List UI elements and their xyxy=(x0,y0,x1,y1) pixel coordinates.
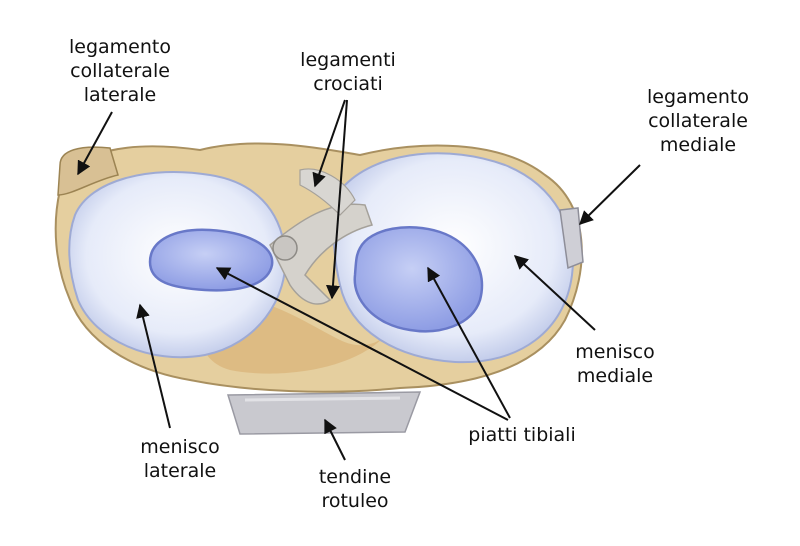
arrow-lig-coll-med xyxy=(579,164,641,225)
medial-plateau-shape xyxy=(353,226,484,333)
label-piatti-tibiali: piatti tibiali xyxy=(468,424,576,446)
arrow-menisco-mediale xyxy=(513,255,596,331)
arrow-menisco-laterale xyxy=(136,303,171,429)
pointer-arrows xyxy=(77,99,641,461)
arrow-piatti-1 xyxy=(427,266,511,419)
label-legamento-collaterale-laterale: legamento collaterale laterale xyxy=(69,36,171,106)
label-menisco-mediale: menisco mediale xyxy=(575,341,655,387)
label-legamenti-crociati: legamenti crociati xyxy=(300,49,396,95)
label-menisco-laterale: menisco laterale xyxy=(140,436,220,482)
patellar-tendon-shape xyxy=(226,391,422,435)
label-tendine-rotuleo: tendine rotuleo xyxy=(318,466,392,512)
arrow-lig-crociati-1 xyxy=(312,99,346,188)
arrow-lig-crociati-2 xyxy=(325,99,348,300)
medial-collateral-shape xyxy=(559,207,584,270)
arrow-tendine xyxy=(324,418,346,461)
arrow-piatti-2 xyxy=(215,267,509,421)
arrow-lig-coll-lat xyxy=(77,111,113,176)
cruciate-ligaments-shape xyxy=(269,203,373,305)
lateral-plateau-shape xyxy=(148,228,274,292)
label-legamento-collaterale-mediale: legamento collaterale mediale xyxy=(647,86,749,156)
